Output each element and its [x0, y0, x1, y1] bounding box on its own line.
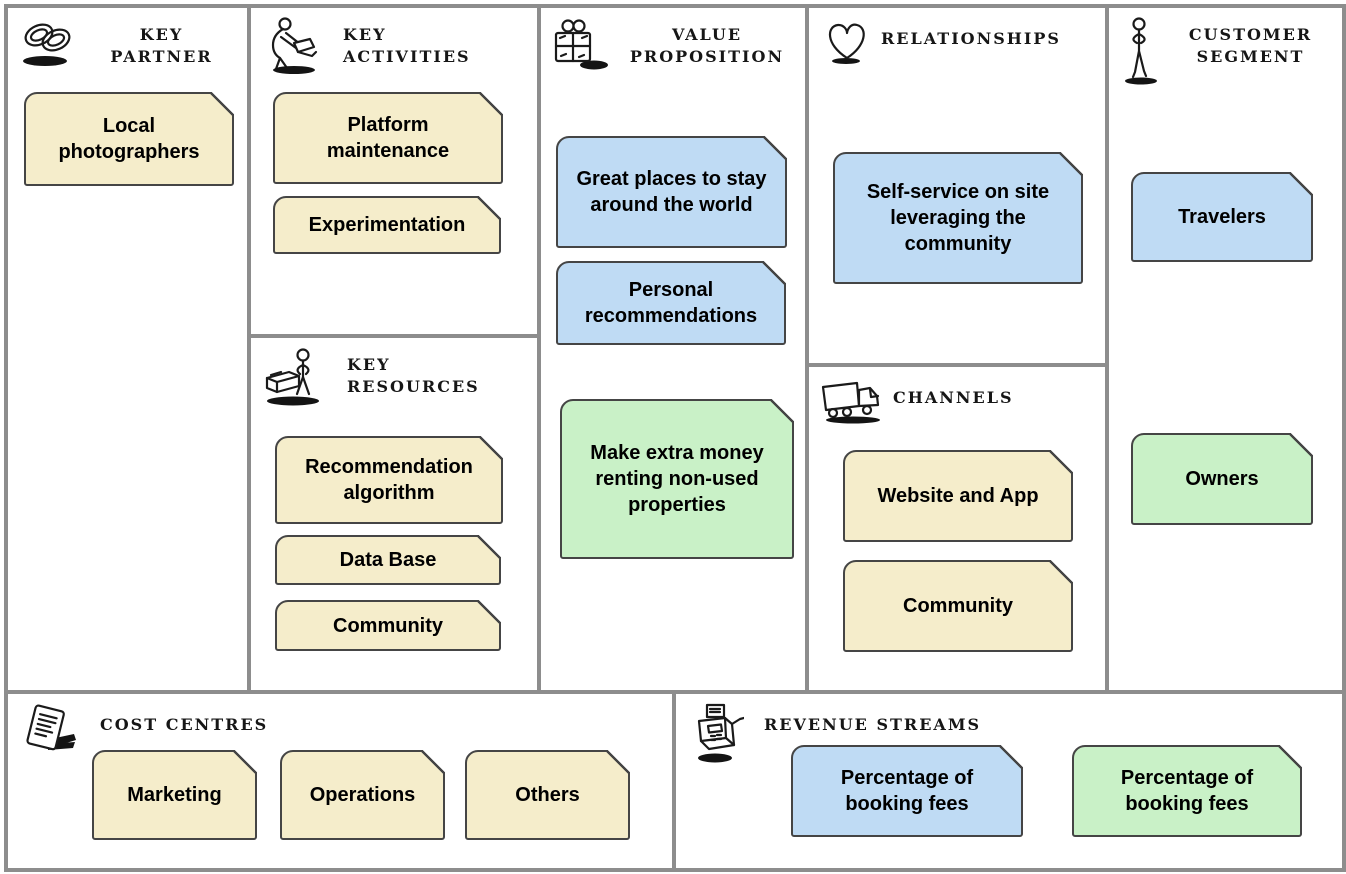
note-text: Recommendation algorithm — [305, 456, 473, 504]
sticky-note[interactable]: Local photographers — [24, 92, 234, 186]
sticky-note[interactable]: Platform maintenance — [273, 92, 503, 184]
note-text: Great places to stay around the world — [576, 168, 767, 216]
panel-title-cost-centres: COST CENTRES — [100, 715, 269, 734]
panel-title-relationships: RELATIONSHIPS — [881, 29, 1061, 48]
sticky-note[interactable]: Percentage of booking fees — [791, 745, 1023, 837]
note-text: Owners — [1185, 468, 1259, 490]
standing-person-icon — [1119, 16, 1161, 88]
sticky-note[interactable]: Operations — [280, 750, 445, 840]
sticky-note[interactable]: Percentage of booking fees — [1072, 745, 1302, 837]
sticky-note[interactable]: Great places to stay around the world — [556, 136, 787, 248]
sticky-note[interactable]: Website and App — [843, 450, 1073, 542]
panel-key-partner: KEY PARTNER Local photographers — [4, 4, 251, 694]
panel-title-channels: CHANNELS — [893, 388, 1014, 407]
panel-key-resources: KEY RESOURCES Recommendation algorithm D… — [247, 334, 541, 694]
truck-icon — [819, 375, 887, 425]
note-text: Community — [903, 595, 1013, 617]
sticky-note[interactable]: Experimentation — [273, 196, 501, 254]
note-text: Others — [515, 784, 580, 806]
note-text: Website and App — [877, 485, 1039, 507]
panel-revenue-streams: REVENUE STREAMS Percentage of booking fe… — [672, 690, 1346, 872]
panel-cost-centres: COST CENTRES Marketing Operations Others — [4, 690, 676, 872]
note-text: Make extra money renting non-used proper… — [590, 442, 764, 516]
note-text: Experimentation — [308, 214, 466, 236]
note-text: Local photographers — [58, 115, 200, 163]
sticky-note[interactable]: Self-service on site leveraging the comm… — [833, 152, 1083, 284]
sticky-note[interactable]: Owners — [1131, 433, 1313, 525]
panel-relationships: RELATIONSHIPS Self-service on site lever… — [805, 4, 1109, 367]
note-text: Marketing — [127, 784, 222, 806]
heart-icon — [819, 16, 875, 64]
sticky-note[interactable]: Community — [843, 560, 1073, 652]
note-text: Personal recommendations — [584, 279, 758, 327]
sticky-note[interactable]: Recommendation algorithm — [275, 436, 503, 524]
panel-title-customer-segment: CUSTOMER SEGMENT — [1188, 25, 1313, 66]
note-text: Operations — [309, 784, 416, 806]
documents-icon — [18, 702, 80, 760]
panel-title-key-activities: KEY ACTIVITIES — [343, 25, 471, 66]
panel-customer-segment: CUSTOMER SEGMENT Travelers Owners — [1105, 4, 1346, 694]
panel-title-value-proposition: VALUE PROPOSITION — [629, 25, 785, 66]
cash-register-icon — [686, 702, 746, 764]
sticky-note[interactable]: Others — [465, 750, 630, 840]
note-text: Self-service on site leveraging the comm… — [866, 181, 1050, 255]
panel-key-activities: KEY ACTIVITIES Platform maintenance Expe… — [247, 4, 541, 338]
sticky-note[interactable]: Make extra money renting non-used proper… — [560, 399, 794, 559]
note-text: Platform maintenance — [326, 114, 450, 162]
panel-title-key-resources: KEY RESOURCES — [347, 355, 480, 396]
sticky-note[interactable]: Community — [275, 600, 501, 651]
note-text: Percentage of booking fees — [840, 767, 974, 815]
note-text: Community — [333, 614, 443, 637]
panel-title-revenue-streams: REVENUE STREAMS — [764, 715, 982, 734]
panel-channels: CHANNELS Website and App Community — [805, 363, 1109, 694]
sticky-note[interactable]: Personal recommendations — [556, 261, 786, 345]
sticky-note[interactable]: Travelers — [1131, 172, 1313, 262]
gift-icon — [551, 16, 611, 72]
panel-value-proposition: VALUE PROPOSITION Great places to stay a… — [537, 4, 809, 694]
sticky-note[interactable]: Data Base — [275, 535, 501, 585]
machine-operator-icon — [261, 346, 327, 406]
worker-icon — [261, 16, 323, 74]
sticky-note[interactable]: Marketing — [92, 750, 257, 840]
panel-title-key-partner: KEY PARTNER — [110, 25, 213, 66]
note-text: Percentage of booking fees — [1120, 767, 1254, 815]
rings-icon — [18, 16, 78, 68]
note-text: Travelers — [1178, 206, 1266, 228]
note-text: Data Base — [339, 549, 437, 571]
